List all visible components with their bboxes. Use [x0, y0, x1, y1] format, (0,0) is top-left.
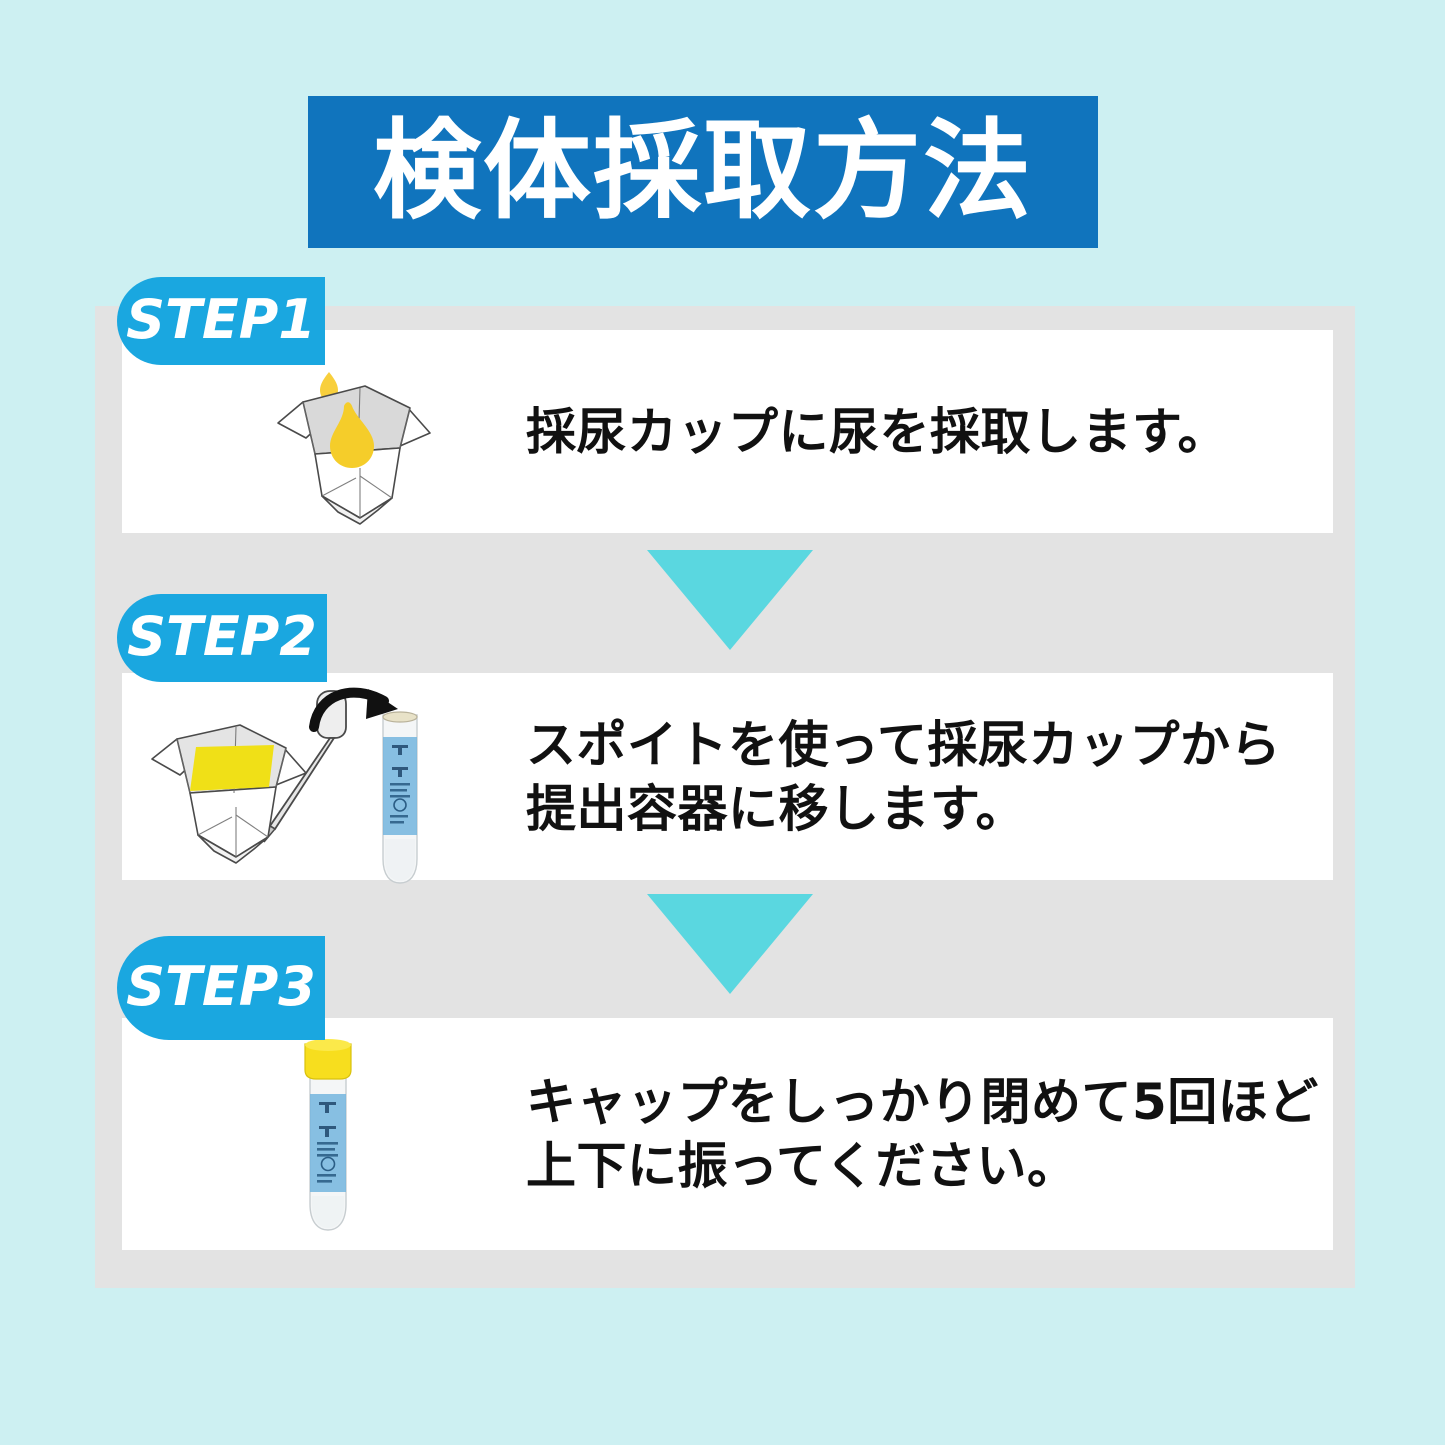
step-tab-3-label: STEP3: [126, 955, 316, 1018]
step-tab-1: STEP1: [117, 277, 325, 365]
closed-specimen-tube-icon: [304, 1039, 352, 1231]
curved-arrow-icon: [309, 687, 398, 732]
step-card-2: スポイトを使って採尿カップから 提出容器に移します。: [122, 673, 1333, 884]
pipette-in-cup-icon: [151, 690, 347, 864]
down-arrow-1-icon: [647, 550, 813, 650]
step-1-text: 採尿カップに尿を採取します。: [526, 402, 1228, 461]
down-arrow-2-icon: [647, 894, 813, 994]
step-2-figure: [122, 673, 522, 884]
step-3-text: キャップをしっかり閉めて5回ほど 上下に振ってください。: [526, 1073, 1319, 1195]
step-2-text: スポイトを使って採尿カップから 提出容器に移します。: [526, 715, 1281, 838]
page-title-banner: 検体採取方法: [308, 96, 1098, 248]
step-tab-2: STEP2: [117, 594, 327, 682]
step-row-2: スポイトを使って採尿カップから 提出容器に移します。: [122, 673, 1333, 884]
steps-frame: 採尿カップに尿を採取します。: [95, 306, 1355, 1288]
step-tab-1-label: STEP1: [126, 288, 316, 351]
step-1-figure: [122, 330, 522, 533]
step-card-3: キャップをしっかり閉めて5回ほど 上下に振ってください。: [122, 1018, 1333, 1250]
open-specimen-tube-icon: [382, 711, 418, 884]
step-card-1: 採尿カップに尿を採取します。: [122, 330, 1333, 533]
step-row-3: キャップをしっかり閉めて5回ほど 上下に振ってください。: [122, 1018, 1333, 1250]
paper-cup-with-urine-drop-icon: [277, 372, 431, 525]
step-tab-3: STEP3: [117, 936, 325, 1040]
step-tab-2-label: STEP2: [127, 605, 317, 668]
step-row-1: 採尿カップに尿を採取します。: [122, 330, 1333, 533]
page-title: 検体採取方法: [372, 109, 1033, 234]
step-3-figure: [122, 1018, 522, 1250]
